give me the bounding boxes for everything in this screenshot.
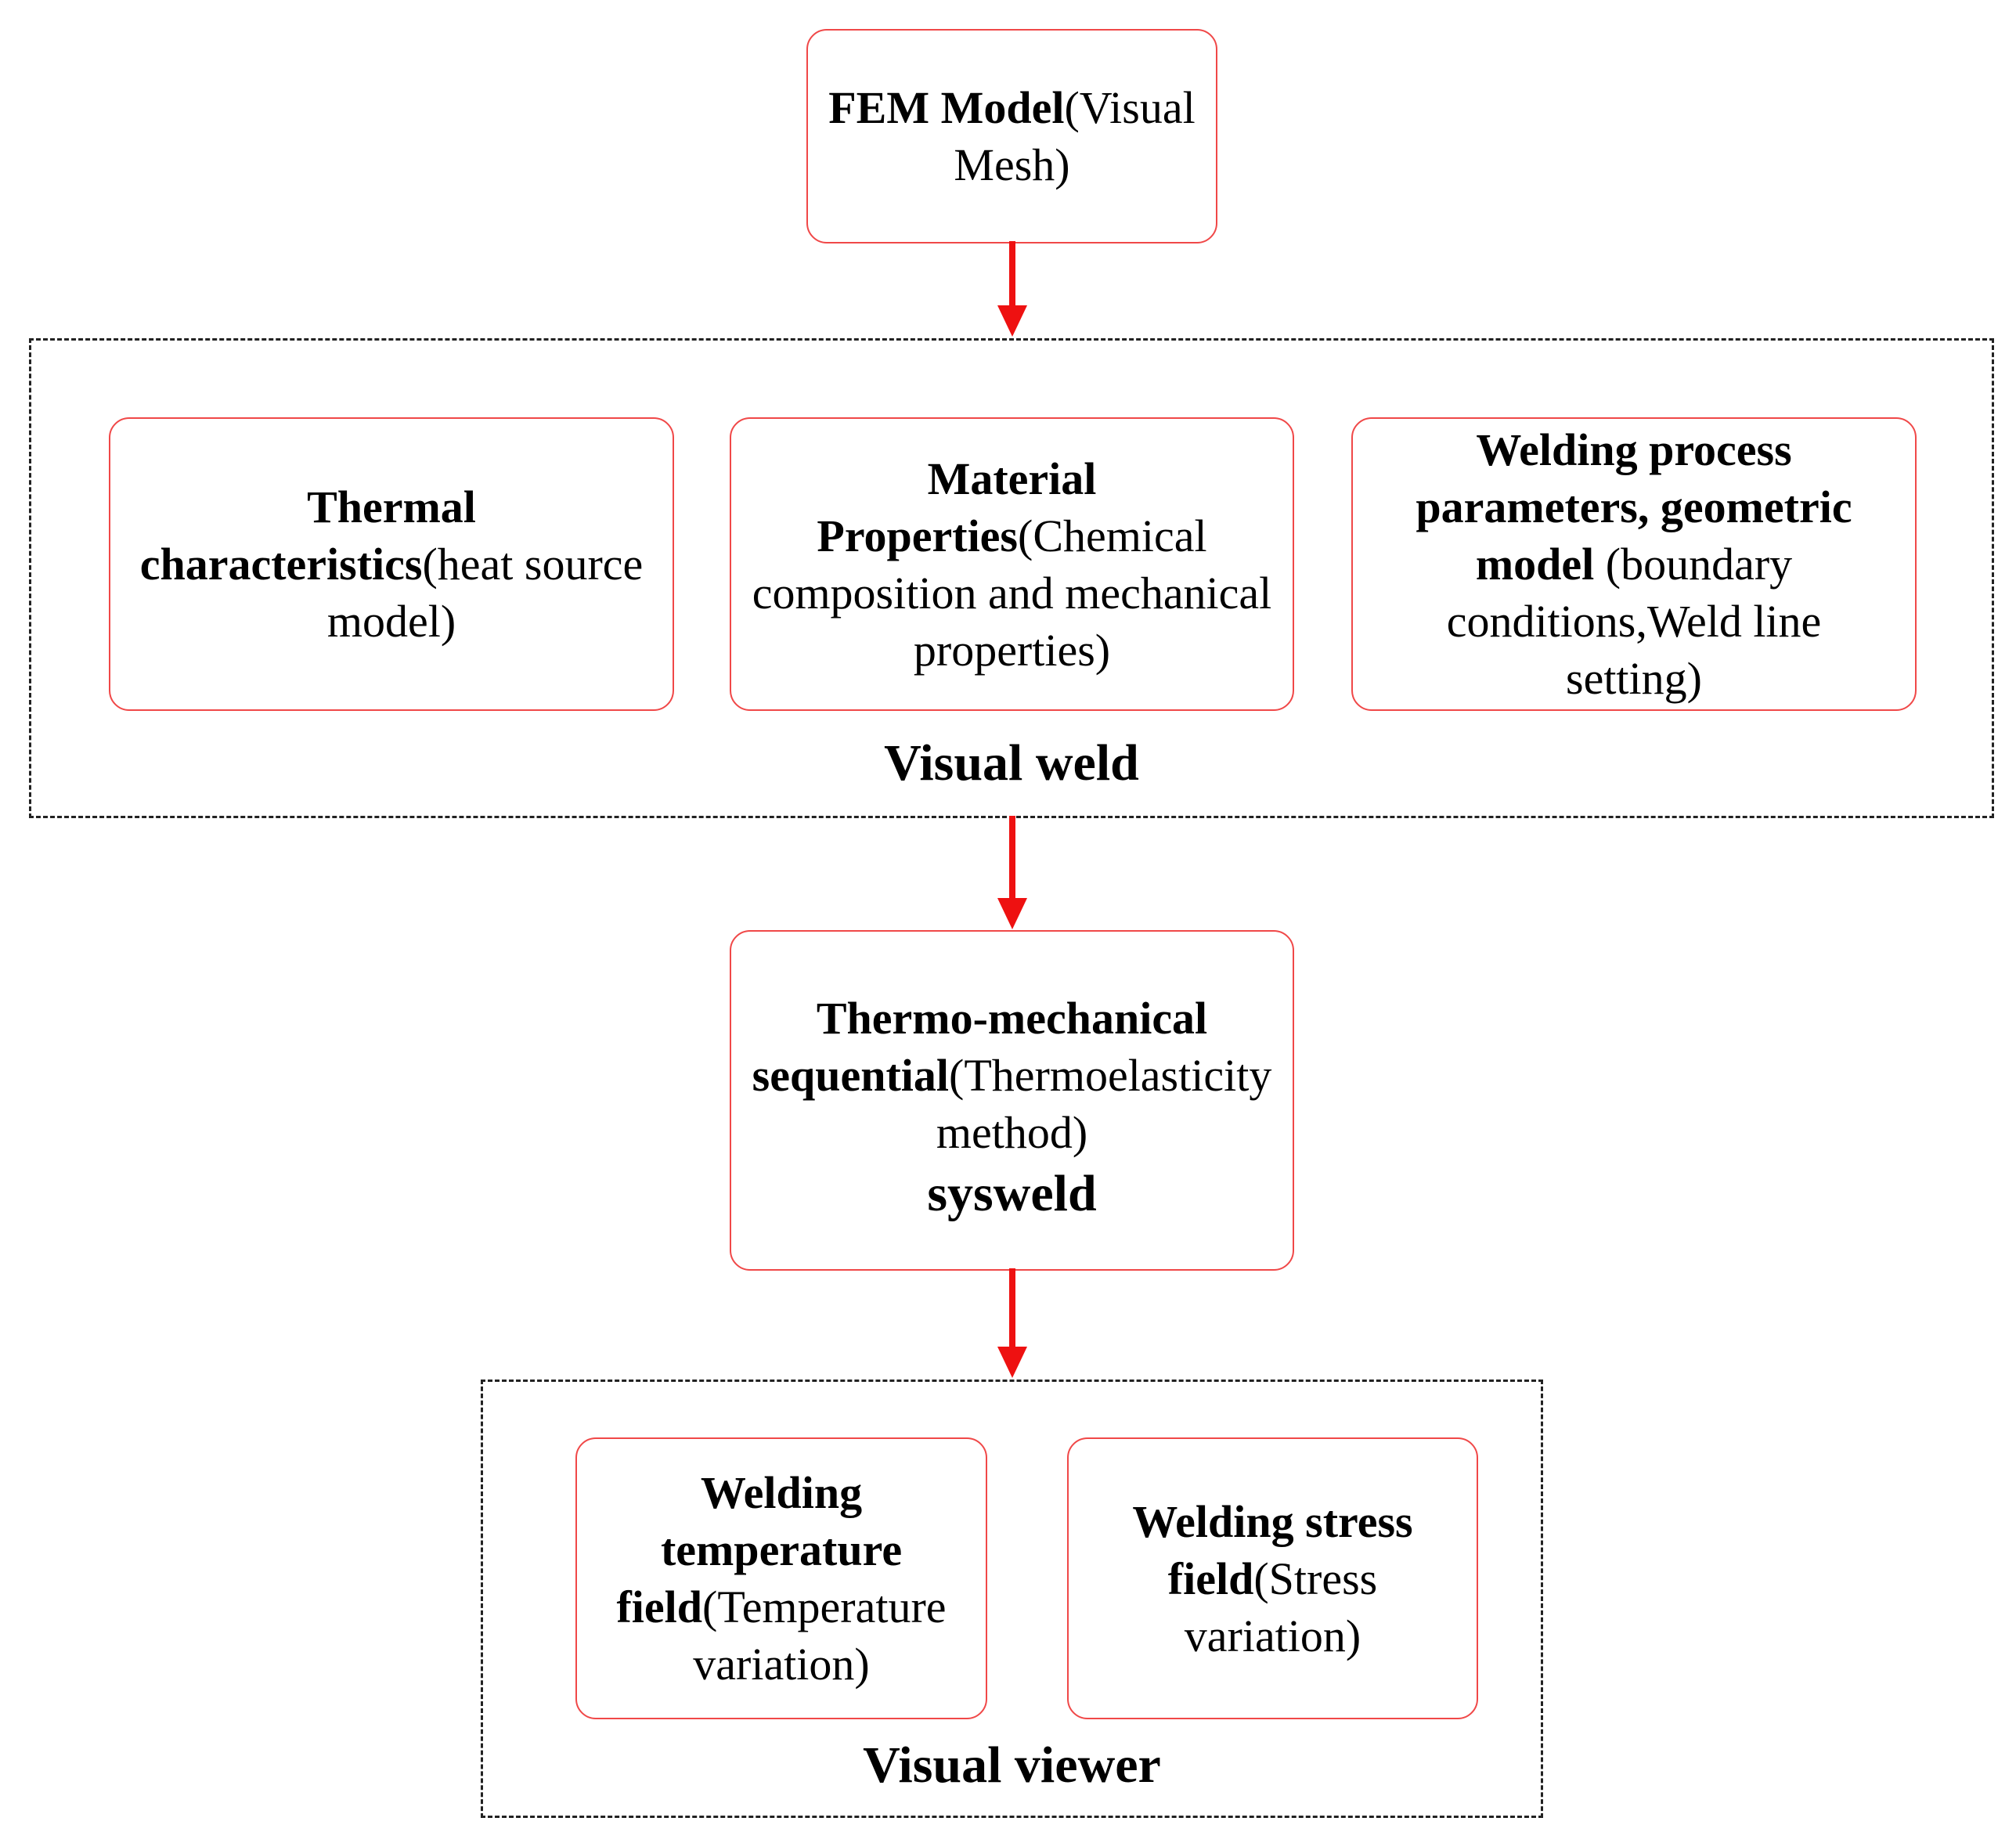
welding-process-text: Welding process parameters, geometric mo… (1416, 424, 1852, 704)
welding-stress-text: Welding stress field(Stress variation) (1132, 1495, 1413, 1661)
welding-temperature-box: Welding temperature field(Temperature va… (575, 1437, 987, 1719)
welding-process-box: Welding process parameters, geometric mo… (1351, 417, 1917, 711)
visual-weld-label: Visual weld (884, 734, 1139, 792)
fem-model-box: FEM Model(Visual Mesh) (806, 29, 1217, 243)
material-properties-box: Material Properties(Chemical composition… (730, 417, 1294, 711)
thermo-mechanical-box: Thermo-mechanical sequential(Thermoelast… (730, 930, 1294, 1271)
thermal-characteristics-text: Thermal characteristics(heat source mode… (139, 481, 644, 647)
fem-model-text: FEM Model(Visual Mesh) (828, 82, 1196, 190)
visual-viewer-group: Visual viewer (481, 1380, 1543, 1818)
thermal-characteristics-box: Thermal characteristics(heat source mode… (109, 417, 674, 711)
material-properties-text: Material Properties(Chemical composition… (752, 453, 1272, 676)
welding-stress-box: Welding stress field(Stress variation) (1067, 1437, 1478, 1719)
sysweld-label: sysweld (927, 1165, 1097, 1222)
visual-viewer-label: Visual viewer (863, 1737, 1161, 1794)
thermo-mechanical-text: Thermo-mechanical sequential(Thermoelast… (752, 993, 1272, 1158)
welding-temperature-text: Welding temperature field(Temperature va… (616, 1467, 947, 1690)
